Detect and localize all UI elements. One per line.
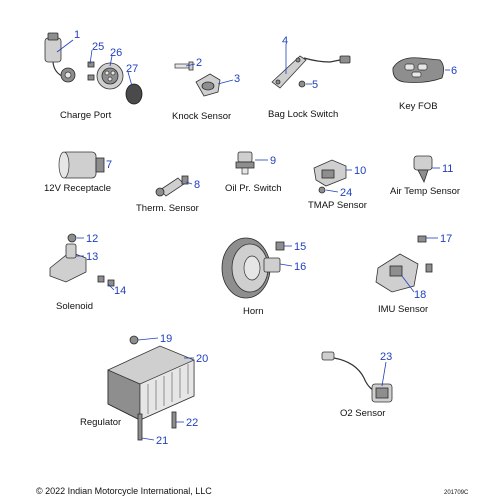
callout-19: 19 xyxy=(160,333,172,345)
callout-11: 11 xyxy=(442,163,453,175)
callout-24: 24 xyxy=(340,187,352,199)
callout-leaders xyxy=(56,39,450,441)
air-temp-sensor-group xyxy=(413,155,433,184)
label-12v-receptacle: 12V Receptacle xyxy=(44,183,111,194)
callout-20: 20 xyxy=(196,353,208,365)
callout-27: 27 xyxy=(126,63,138,75)
solenoid-group xyxy=(49,233,115,287)
label-imu-sensor: IMU Sensor xyxy=(378,304,428,315)
label-knock-sensor: Knock Sensor xyxy=(172,111,231,122)
callout-26: 26 xyxy=(110,47,122,59)
knock-sensor-group xyxy=(174,61,221,97)
callout-2: 2 xyxy=(196,57,202,69)
callout-numbers: 1 2 3 4 5 6 7 8 9 10 11 12 13 14 15 16 1… xyxy=(74,29,457,447)
copyright-notice: © 2022 Indian Motorcycle International, … xyxy=(36,486,212,496)
label-air-temp-sensor: Air Temp Sensor xyxy=(390,186,460,197)
bag-lock-switch-group xyxy=(271,55,351,89)
callout-17: 17 xyxy=(440,233,452,245)
callout-22: 22 xyxy=(186,417,198,429)
callout-4: 4 xyxy=(282,35,288,47)
receptacle-12v-group xyxy=(58,151,105,179)
label-bag-lock-switch: Bag Lock Switch xyxy=(268,109,338,120)
label-regulator: Regulator xyxy=(80,417,121,428)
callout-7: 7 xyxy=(106,159,112,171)
charge-port-cap xyxy=(125,83,143,105)
charge-port-screws xyxy=(87,61,95,81)
callout-25: 25 xyxy=(92,41,104,53)
callout-13: 13 xyxy=(86,251,98,263)
label-therm-sensor: Therm. Sensor xyxy=(136,203,199,214)
callout-18: 18 xyxy=(414,289,426,301)
regulator-group xyxy=(107,335,195,441)
callout-3: 3 xyxy=(234,73,240,85)
callout-6: 6 xyxy=(451,65,457,77)
horn-group xyxy=(221,237,285,299)
knock-sensor-bolt xyxy=(174,61,194,71)
charge-port-plug xyxy=(44,32,76,83)
callout-5: 5 xyxy=(312,79,318,91)
charge-port-group xyxy=(44,32,143,105)
label-o2-sensor: O2 Sensor xyxy=(340,408,385,419)
callout-16: 16 xyxy=(294,261,306,273)
part-labels: Charge Port Knock Sensor Bag Lock Switch… xyxy=(44,101,460,428)
knock-sensor-body xyxy=(195,73,221,97)
callout-21: 21 xyxy=(156,435,168,447)
drawing-code: 201709C xyxy=(444,490,469,496)
callout-1: 1 xyxy=(74,29,80,41)
tmap-sensor-group xyxy=(313,159,347,194)
label-charge-port: Charge Port xyxy=(60,110,112,121)
label-tmap-sensor: TMAP Sensor xyxy=(308,200,367,211)
callout-9: 9 xyxy=(270,155,276,167)
label-key-fob: Key FOB xyxy=(399,101,438,112)
callout-12: 12 xyxy=(86,233,98,245)
callout-14: 14 xyxy=(114,285,126,297)
callout-10: 10 xyxy=(354,165,366,177)
label-horn: Horn xyxy=(243,306,264,317)
callout-8: 8 xyxy=(194,179,200,191)
callout-23: 23 xyxy=(380,351,392,363)
key-fob-group xyxy=(392,57,444,83)
callout-15: 15 xyxy=(294,241,306,253)
label-solenoid: Solenoid xyxy=(56,301,93,312)
oil-pr-switch-group xyxy=(235,151,255,175)
therm-sensor-group xyxy=(155,175,189,197)
charge-port-housing xyxy=(96,62,124,90)
label-oil-pr-switch: Oil Pr. Switch xyxy=(225,183,282,194)
imu-sensor-group xyxy=(375,235,433,293)
